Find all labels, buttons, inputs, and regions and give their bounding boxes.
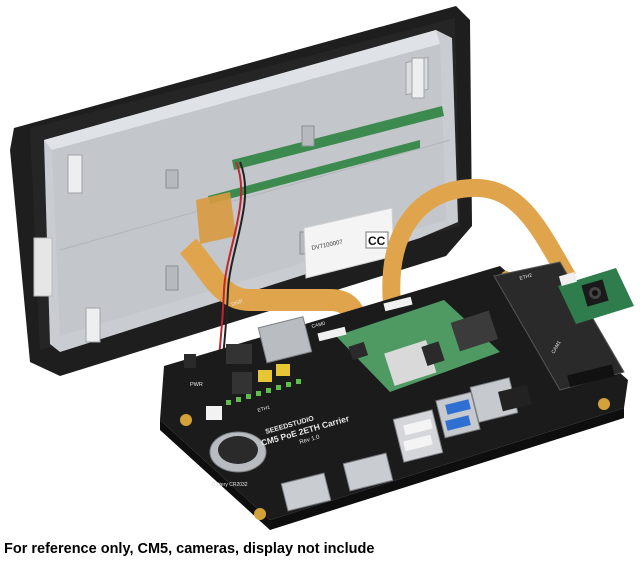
label-pwr: PWR — [190, 382, 203, 388]
fan-connector — [206, 406, 222, 420]
label-eth1: ETH1 — [257, 405, 271, 414]
hdmi-port-0 — [280, 472, 332, 512]
hdmi-port-1 — [342, 452, 394, 492]
caption: For reference only, CM5, cameras, displa… — [4, 541, 375, 557]
label-battery: Battery CR2032 — [212, 482, 248, 488]
camera-module — [558, 268, 634, 324]
label-eth2: ETH2 — [519, 273, 533, 282]
rj45-jack-left — [257, 316, 313, 364]
driver-pcb — [232, 106, 444, 170]
board-revision: Rev 1.0 — [299, 434, 321, 446]
camera-flex-cable — [382, 178, 576, 305]
display-panel: CC DV7100007 — [10, 6, 472, 376]
label-cam0: CAM0 — [311, 321, 326, 330]
product-photo: CC DV7100007 — [10, 6, 634, 530]
label-disp: DISP — [231, 298, 245, 308]
carrier-board: SEEEDSTUDIO CM5 PoE 2ETH Carrier Rev 1.0… — [160, 261, 628, 530]
battery-holder — [209, 431, 267, 473]
display-sticker: CC DV7100007 — [303, 207, 395, 279]
sticker-code: CC — [368, 234, 386, 248]
